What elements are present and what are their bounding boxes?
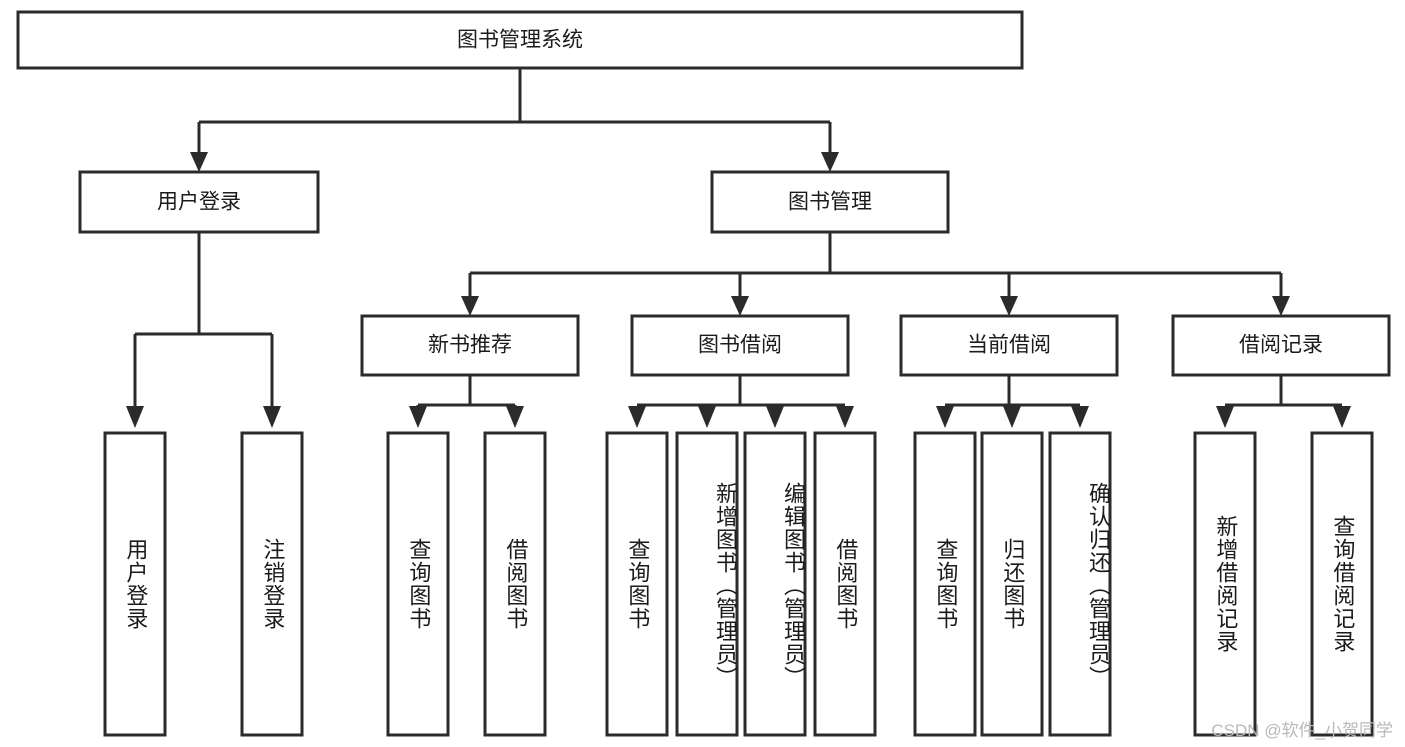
arrow-current-borrow bbox=[1000, 296, 1018, 316]
node-leaf-query-book-3-box[interactable] bbox=[913, 431, 977, 737]
node-root-label: 图书管理系统 bbox=[457, 29, 583, 52]
edge-group-book-borrow bbox=[628, 375, 854, 428]
node-book-management-box[interactable] bbox=[710, 170, 950, 234]
node-root-box[interactable] bbox=[16, 10, 1024, 70]
arrow-leaf-borrow-book-1 bbox=[506, 406, 524, 428]
edge-group-current-borrow bbox=[936, 375, 1089, 428]
node-leaf-query-book-1-box[interactable] bbox=[386, 431, 450, 737]
node-leaf-add-book-box[interactable] bbox=[675, 431, 739, 737]
node-root[interactable]: 图书管理系统 bbox=[16, 10, 1024, 70]
arrow-leaf-query-book-3 bbox=[936, 406, 954, 428]
arrow-leaf-user-login bbox=[126, 406, 144, 428]
arrow-leaf-edit-book bbox=[766, 406, 784, 428]
arrow-leaf-query-record bbox=[1333, 406, 1351, 428]
arrow-borrow-record bbox=[1272, 296, 1290, 316]
arrow-leaf-add-record bbox=[1216, 406, 1234, 428]
node-current-borrow-box[interactable] bbox=[899, 314, 1119, 377]
node-leaf-user-logout-box[interactable] bbox=[240, 431, 304, 737]
node-leaf-confirm-return-box[interactable] bbox=[1048, 431, 1112, 737]
arrow-leaf-user-logout bbox=[263, 406, 281, 428]
node-book-borrow-label: 图书借阅 bbox=[698, 334, 782, 357]
node-book-management-label: 图书管理 bbox=[788, 191, 872, 214]
node-borrow-record-label: 借阅记录 bbox=[1239, 334, 1323, 357]
node-current-borrow[interactable]: 当前借阅 bbox=[899, 314, 1119, 377]
arrow-leaf-return-book bbox=[1003, 406, 1021, 428]
node-user-login-label: 用户登录 bbox=[157, 191, 241, 214]
node-leaf-user-login-box[interactable] bbox=[103, 431, 167, 737]
node-new-book-recommend[interactable]: 新书推荐 bbox=[360, 314, 580, 377]
node-leaf-edit-book-box[interactable] bbox=[743, 431, 807, 737]
node-book-borrow-box[interactable] bbox=[630, 314, 850, 377]
edge-group-new-book-recommend bbox=[409, 375, 524, 428]
node-leaf-return-book-box[interactable] bbox=[980, 431, 1044, 737]
edge-group-borrow-record bbox=[1216, 375, 1351, 428]
arrow-user-login bbox=[190, 152, 208, 172]
arrow-leaf-query-book-2 bbox=[628, 406, 646, 428]
edge-group-book-management bbox=[461, 232, 1290, 316]
node-book-borrow[interactable]: 图书借阅 bbox=[630, 314, 850, 377]
node-leaf-borrow-book-2-box[interactable] bbox=[813, 431, 877, 737]
node-borrow-record-box[interactable] bbox=[1171, 314, 1391, 377]
edge-group-user-login bbox=[126, 232, 281, 428]
node-book-management[interactable]: 图书管理 bbox=[710, 170, 950, 234]
node-borrow-record[interactable]: 借阅记录 bbox=[1171, 314, 1391, 377]
node-user-login-box[interactable] bbox=[78, 170, 320, 234]
arrow-book-management bbox=[821, 152, 839, 172]
node-user-login[interactable]: 用户登录 bbox=[78, 170, 320, 234]
node-leaf-borrow-book-1-box[interactable] bbox=[483, 431, 547, 737]
node-leaf-query-record-box[interactable] bbox=[1310, 431, 1374, 737]
node-new-book-recommend-label: 新书推荐 bbox=[428, 334, 512, 357]
arrow-new-book-recommend bbox=[461, 296, 479, 316]
arrow-leaf-confirm-return bbox=[1071, 406, 1089, 428]
arrow-leaf-add-book bbox=[698, 406, 716, 428]
node-leaf-query-book-2-box[interactable] bbox=[605, 431, 669, 737]
node-new-book-recommend-box[interactable] bbox=[360, 314, 580, 377]
arrow-book-borrow bbox=[731, 296, 749, 316]
arrow-leaf-borrow-book-2 bbox=[836, 406, 854, 428]
watermark-text: CSDN @软件_小贺同学 bbox=[1211, 721, 1393, 740]
arrow-leaf-query-book-1 bbox=[409, 406, 427, 428]
node-leaf-add-record-box[interactable] bbox=[1193, 431, 1257, 737]
node-current-borrow-label: 当前借阅 bbox=[967, 334, 1051, 357]
edge-group-root bbox=[190, 68, 839, 172]
